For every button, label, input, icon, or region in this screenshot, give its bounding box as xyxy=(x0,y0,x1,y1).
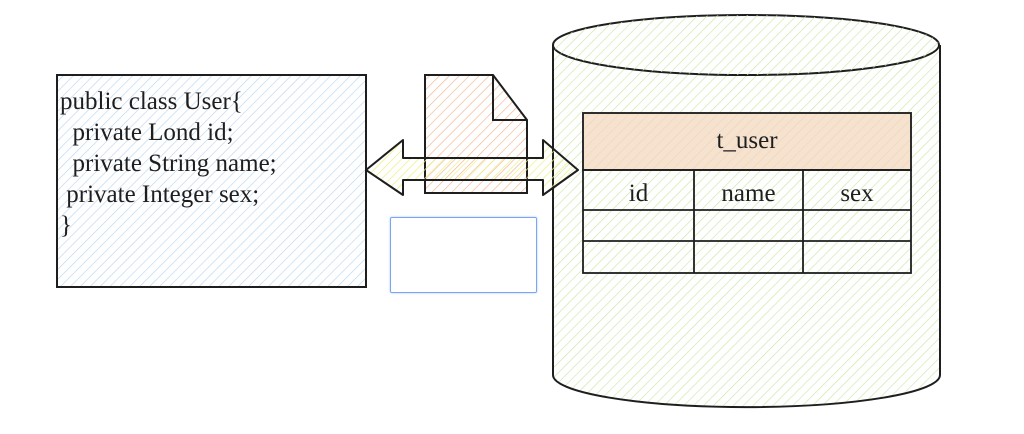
double-arrow-icon xyxy=(365,139,579,196)
table-grid xyxy=(582,112,912,274)
column-header-name: name xyxy=(721,180,776,207)
code-line: } xyxy=(60,212,72,239)
column-header-id: id xyxy=(628,180,649,207)
code-line: private Integer sex; xyxy=(60,181,260,208)
class-code: public class User{ private Lond id; priv… xyxy=(60,86,277,241)
column-header-sex: sex xyxy=(840,180,874,207)
code-line: public class User{ xyxy=(60,88,243,115)
code-line: private String name; xyxy=(60,150,277,177)
code-line: private Lond id; xyxy=(60,119,234,146)
table-name: t_user xyxy=(716,127,778,154)
database-cylinder xyxy=(552,14,941,409)
class-box xyxy=(56,74,367,288)
empty-text-box[interactable] xyxy=(390,217,537,293)
